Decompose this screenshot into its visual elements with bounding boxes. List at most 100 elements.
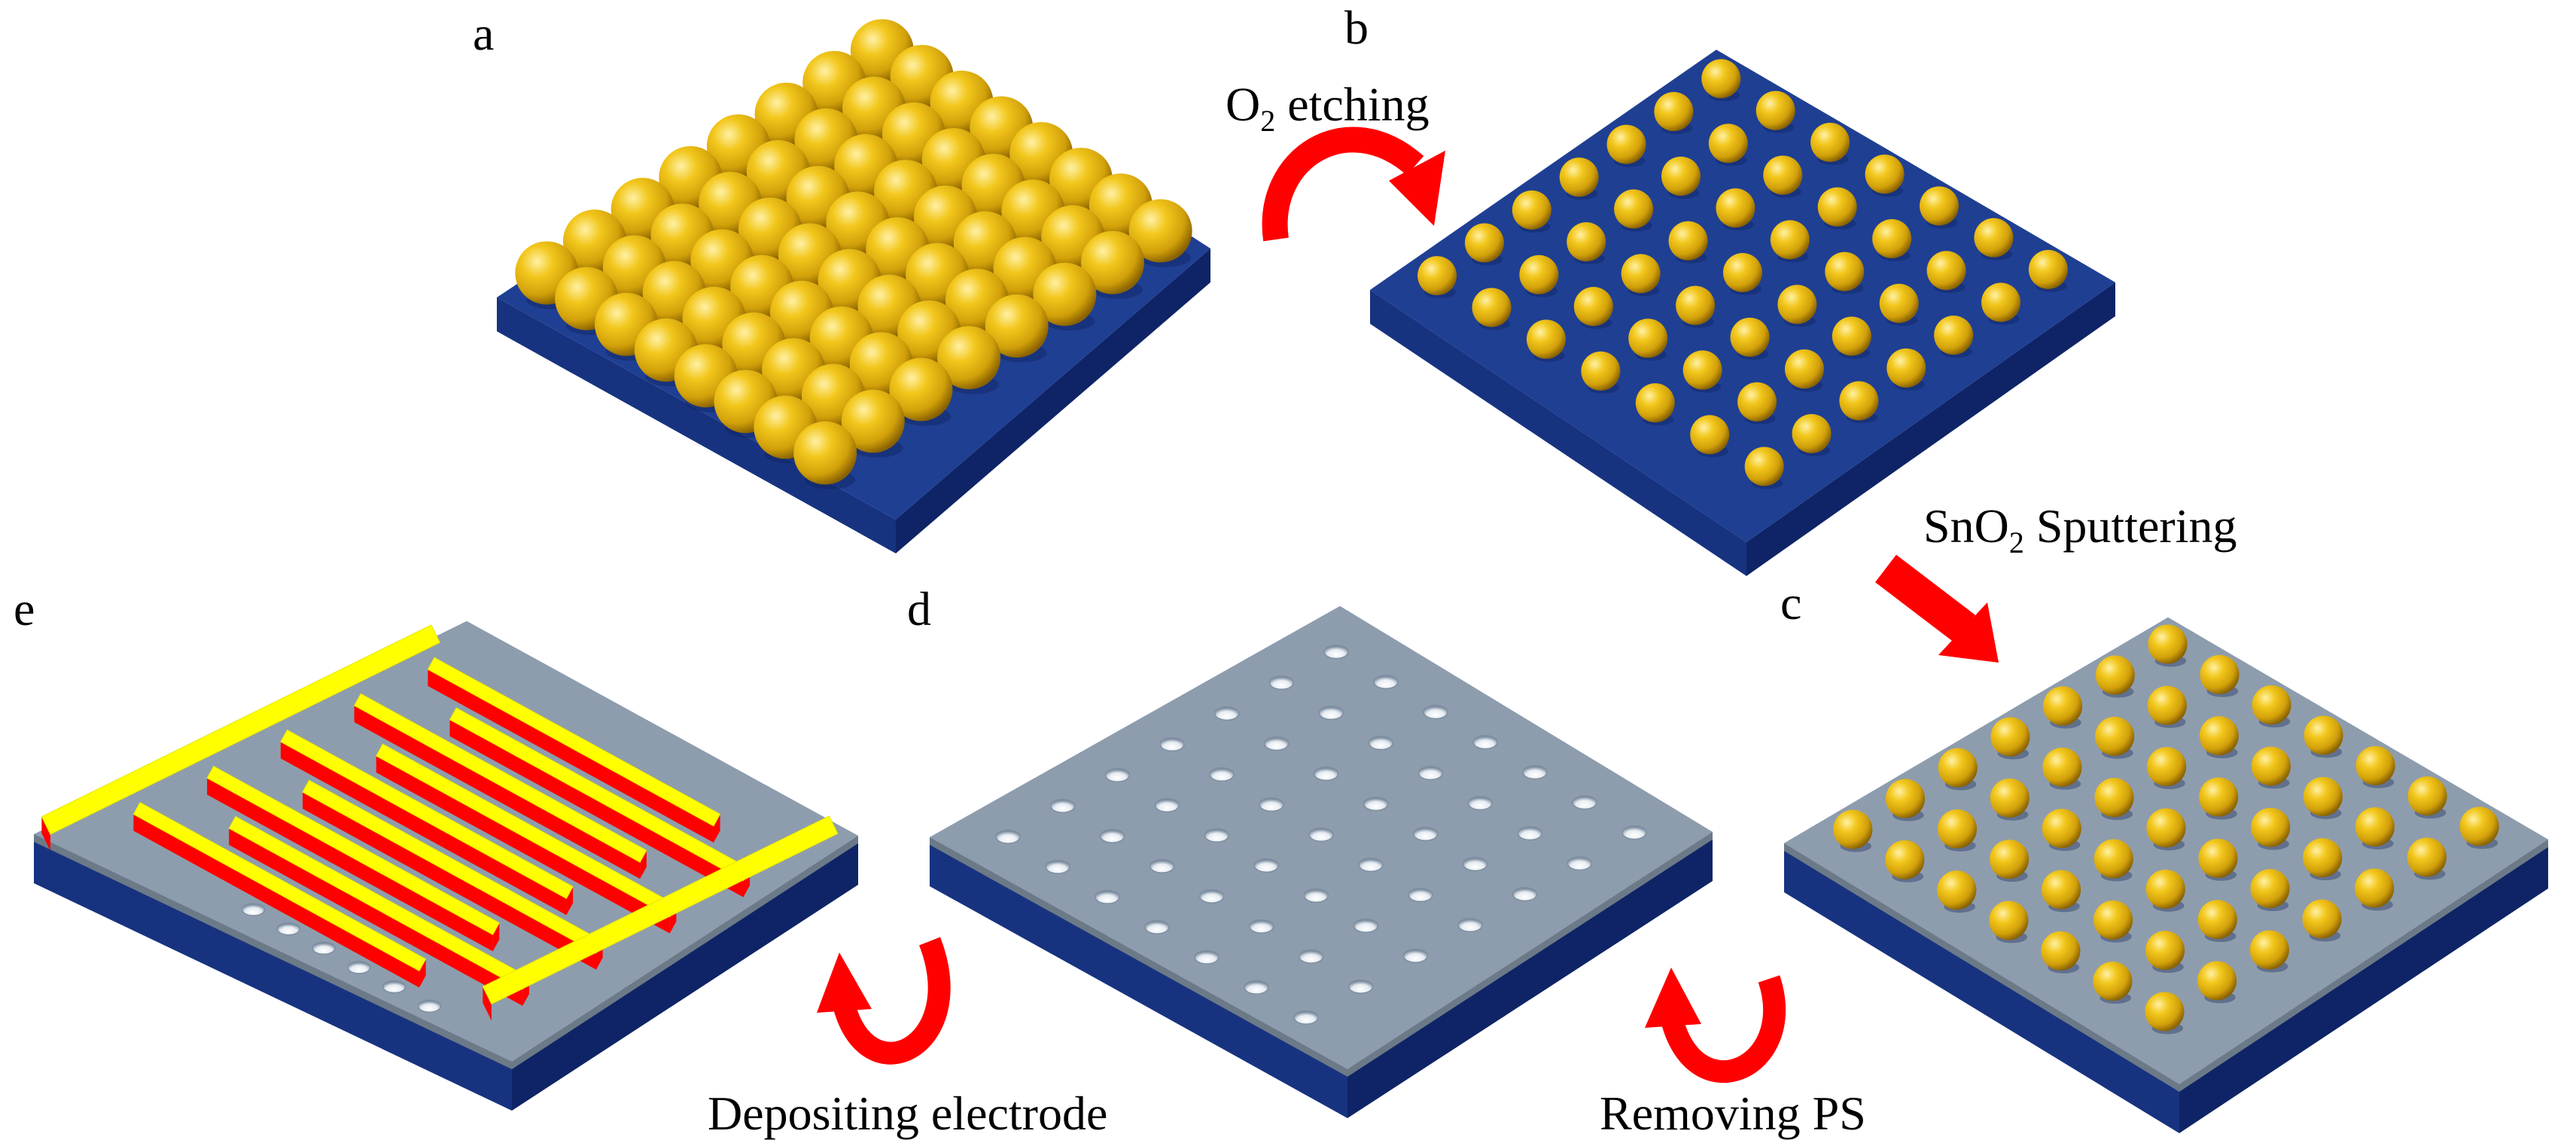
nanohole-d-hole: [1303, 888, 1329, 903]
ps-c-sphere: [2093, 900, 2133, 940]
step-label-sno2-sputtering: SnO2 Sputtering: [1923, 499, 2236, 559]
ps-b-sphere: [1682, 350, 1722, 390]
ps-c-sphere: [2147, 685, 2187, 725]
panel-label-c: c: [1780, 576, 1801, 629]
ps-b-sphere: [1676, 285, 1716, 325]
step-label-depositing-electrode: Depositing electrode: [708, 1087, 1107, 1140]
nanohole-d-hole: [1353, 918, 1379, 933]
ps-c-sphere: [2249, 930, 2289, 970]
ps-b-sphere: [1701, 59, 1741, 99]
ps-c-sphere: [1989, 901, 2029, 940]
nanohole-d-hole: [1313, 767, 1339, 782]
ps-b-sphere: [1926, 251, 1966, 291]
nanohole-e: [312, 941, 336, 955]
panel-label-e: e: [14, 582, 35, 636]
nanohole-d-hole: [1363, 797, 1389, 812]
substrate-a-side-right: [896, 248, 1210, 553]
ps-c-sphere: [2093, 839, 2133, 879]
nanohole-d-hole: [1253, 858, 1280, 873]
nanohole-d-hole: [995, 829, 1021, 844]
nanohole-d-hole: [1318, 706, 1344, 721]
ps-c-sphere: [2252, 685, 2291, 725]
nanohole-d-hole: [1358, 857, 1384, 873]
ps-b-sphere: [1825, 251, 1865, 291]
ps-b-sphere: [1865, 154, 1905, 194]
panel-label-b: b: [1344, 1, 1369, 54]
ps-c-sphere: [2355, 807, 2395, 847]
ps-c-sphere: [2043, 686, 2083, 726]
ps-c-sphere: [2199, 716, 2239, 756]
ps-c-sphere: [2251, 807, 2291, 847]
ps-c-sphere: [2198, 838, 2238, 878]
ps-b-sphere: [1737, 382, 1777, 422]
ps-c-sphere: [1990, 840, 2029, 879]
nanohole-d-hole: [1293, 1010, 1319, 1025]
ps-b-sphere: [1744, 447, 1784, 486]
step-label-removing-ps: Removing PS: [1600, 1087, 1866, 1140]
ps-c-sphere: [2095, 655, 2135, 695]
film-c-top: [1784, 617, 2548, 1084]
ps-b-sphere: [1723, 253, 1762, 292]
ps-b-sphere: [1690, 415, 1730, 455]
ps-b-sphere: [1886, 348, 1926, 388]
electrode-bus-right-end: [483, 986, 492, 1021]
ps-b-sphere: [1755, 90, 1795, 130]
electrode-bus-left-end: [41, 816, 50, 852]
ps-b-sphere: [1567, 222, 1606, 262]
electrode-finger-top: [280, 729, 574, 899]
ps-c-sphere: [2147, 747, 2187, 787]
ps-c-sphere: [2146, 808, 2186, 848]
ps-c-sphere: [2148, 624, 2188, 664]
electrode-finger-side: [229, 828, 523, 1006]
panel-a-ps-monolayer: [497, 19, 1210, 553]
electrode-finger-side: [133, 814, 419, 988]
ps-b-sphere: [1661, 156, 1701, 196]
film-d-side-left: [930, 837, 1347, 1077]
ps-b-sphere: [1628, 319, 1668, 358]
ps-c-sphere: [2303, 776, 2343, 816]
nanohole-e: [347, 961, 371, 974]
electrode-finger-top: [449, 707, 751, 882]
nanohole-d-hole: [1572, 795, 1597, 810]
film-e-side-right: [512, 836, 858, 1069]
nanohole-e: [241, 903, 266, 916]
electrode-finger-end: [492, 922, 500, 952]
ps-b-sphere: [1472, 288, 1512, 328]
panel-c-sputtered-film: [1784, 617, 2548, 1133]
ps-b-sphere: [1417, 256, 1457, 296]
ps-b-sphere: [1464, 223, 1504, 263]
nanohole-d-hole: [1457, 917, 1483, 933]
nanohole-d-hole: [1095, 889, 1120, 904]
substrate-c-side-right: [2179, 840, 2548, 1133]
ps-c-sphere: [2250, 869, 2290, 909]
ps-b-sphere: [1654, 92, 1694, 132]
panel-b-etched-spheres: [1370, 50, 2115, 576]
ps-c-sphere: [2145, 869, 2185, 909]
substrate-b-side-right: [1746, 282, 2115, 576]
substrate-a-side-left: [497, 297, 896, 553]
ps-c-sphere: [2459, 806, 2499, 846]
ps-c-sphere: [1938, 748, 1978, 788]
ps-b-sphere: [1519, 255, 1559, 294]
electrode-bus-left-top: [41, 624, 441, 835]
nanohole-d-hole: [1259, 797, 1284, 812]
ps-a-sphere: [1128, 199, 1192, 263]
electrode-finger-end: [713, 814, 720, 843]
electrode-finger-top: [228, 815, 530, 990]
electrode-finger-top: [353, 693, 647, 863]
substrate-e-side-left: [34, 834, 512, 1111]
nanohole-e: [382, 980, 406, 994]
ps-b-sphere: [1621, 254, 1661, 294]
nanohole-d-hole: [1308, 827, 1334, 843]
electrode-finger-top: [302, 779, 604, 954]
panel-d-nanohole-film: [930, 606, 1713, 1118]
electrode-finger-side: [449, 719, 744, 898]
nanohole-d-hole: [1517, 826, 1543, 841]
ps-c-sphere: [1990, 778, 2029, 818]
electrode-finger-end: [640, 850, 647, 879]
nanohole-d-hole: [1373, 675, 1399, 690]
ps-b-sphere: [1708, 123, 1748, 163]
ps-b-sphere: [1934, 315, 1974, 355]
ps-b-sphere: [1668, 221, 1708, 261]
nanohole-d-hole: [1045, 859, 1070, 874]
